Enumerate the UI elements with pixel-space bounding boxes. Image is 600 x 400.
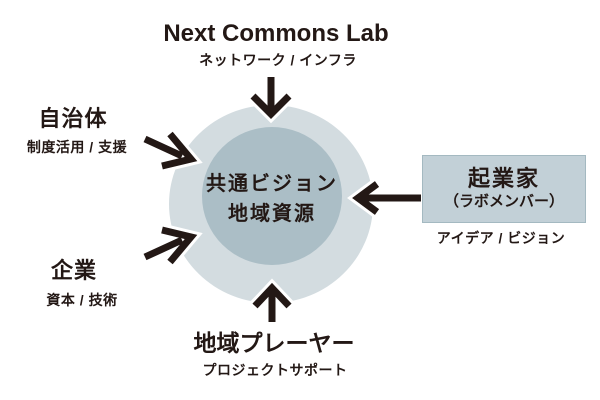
node-ncl-sublabel: ネットワーク / インフラ <box>199 52 357 68</box>
node-company-label: 企業 <box>50 258 98 283</box>
node-entrepreneur-label2: （ラボメンバー） <box>443 193 564 211</box>
center-vision-label: 共通ビジョン 地域資源 <box>206 169 338 229</box>
center-vision-line1: 共通ビジョン <box>206 173 338 195</box>
arrow-from-local-player-icon <box>250 278 294 322</box>
node-local-player-label: 地域プレーヤー <box>193 330 355 356</box>
node-government-label: 自治体 <box>38 106 108 131</box>
arrow-from-government-icon <box>142 129 203 173</box>
inner-circle <box>202 127 342 265</box>
arrow-from-entrepreneur-icon <box>347 178 421 218</box>
node-government-sublabel: 制度活用 / 支援 <box>26 139 128 155</box>
node-entrepreneur-box: 起業家 （ラボメンバー） <box>422 155 586 223</box>
node-entrepreneur-sublabel: アイデア / ビジョン <box>436 230 566 246</box>
node-company-sublabel: 資本 / 技術 <box>46 292 118 308</box>
center-vision-line2: 地域資源 <box>228 203 316 225</box>
node-ncl-label: Next Commons Lab <box>163 20 389 47</box>
arrow-from-ncl-icon <box>248 77 294 124</box>
node-local-player-sublabel: プロジェクトサポート <box>202 362 348 378</box>
arrow-from-company-icon <box>142 223 203 267</box>
node-entrepreneur-label: 起業家 <box>467 166 540 192</box>
